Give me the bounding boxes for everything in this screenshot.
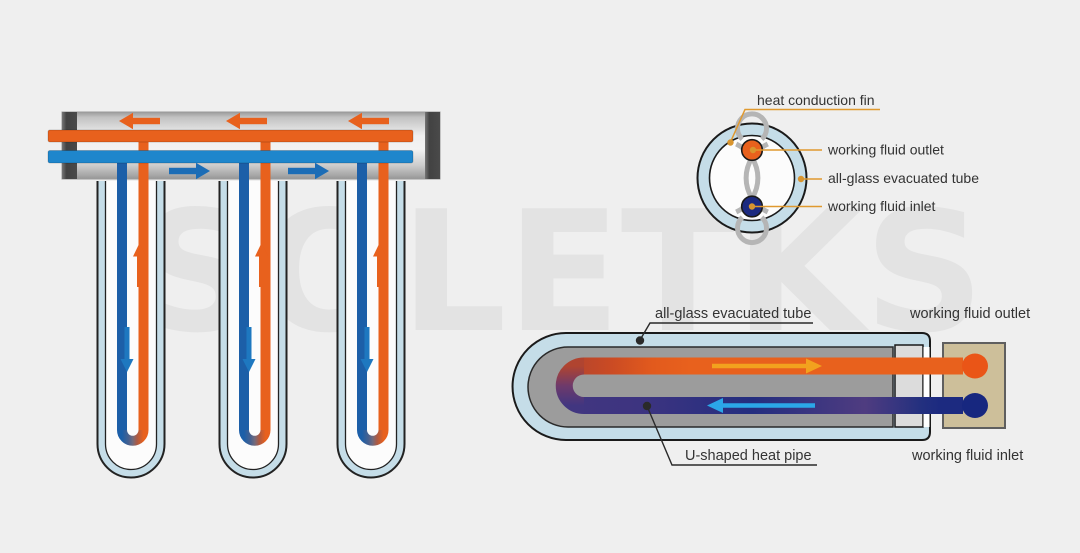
tube-cross-section-diagram: heat conduction fin working fluid outlet…	[696, 92, 979, 245]
outlet-port	[962, 353, 988, 379]
label-working-fluid-inlet: working fluid inlet	[827, 198, 935, 214]
label-all-glass-evacuated-tube: all-glass evacuated tube	[828, 170, 979, 186]
manifold-left-cap	[62, 112, 77, 179]
label-working-fluid-inlet-side: working fluid inlet	[911, 448, 1023, 464]
side-view-leader-lines	[639, 322, 817, 466]
inlet-port	[962, 393, 988, 418]
label-u-shaped-heat-pipe: U-shaped heat pipe	[685, 448, 812, 464]
heat-pipe-u-bend	[555, 357, 585, 414]
label-working-fluid-outlet: working fluid outlet	[827, 142, 944, 158]
tube-mouth-ring	[894, 344, 924, 428]
evacuated-tube-2	[220, 135, 287, 477]
cold-flow-arrow	[707, 398, 815, 413]
cold-inlet-pipe	[47, 150, 414, 164]
cross-section-leader-lines	[729, 108, 880, 208]
hot-flow-arrow	[712, 358, 822, 374]
label-heat-conduction-fin: heat conduction fin	[757, 92, 875, 108]
label-all-glass-evacuated-tube-side: all-glass evacuated tube	[655, 306, 811, 322]
side-view-leader-dots	[635, 336, 652, 411]
evacuated-tube-1	[98, 135, 165, 477]
hot-outlet-pipe	[47, 129, 414, 143]
manifold-right-cap	[425, 112, 440, 179]
tube-interior	[708, 134, 796, 222]
tube-side-view-diagram: all-glass evacuated tube working fluid o…	[511, 306, 1030, 466]
manifold-collector-diagram	[47, 111, 441, 477]
cross-section-leader-dots	[727, 139, 805, 210]
tube-mouth-gap	[923, 347, 930, 427]
evacuated-tube-3	[338, 135, 405, 477]
label-working-fluid-outlet-side: working fluid outlet	[909, 306, 1030, 322]
